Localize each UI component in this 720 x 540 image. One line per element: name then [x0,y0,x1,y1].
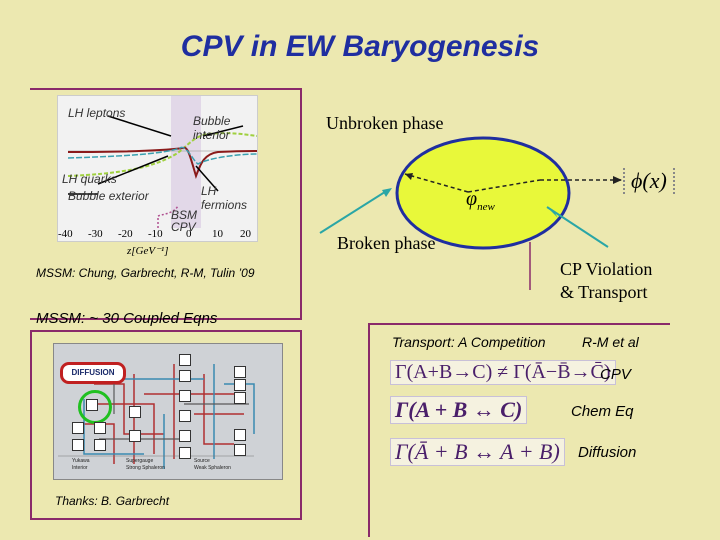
diagram-node [179,447,191,459]
phi-new-symbol: φ [466,188,478,210]
arrow-leptons [107,115,172,137]
eq-chem: Γ(A + B ↔ C) [390,396,528,424]
diagram-node [179,370,191,382]
cpv-curve [157,205,179,228]
coupled-eqns-diagram: DIFFUSION Yukawa Interior Supergauge Str… [53,343,283,480]
dash-to-left [404,173,469,193]
plot-frame [30,88,302,320]
legend-strong-sphaleron: Strong Sphaleron [126,465,165,471]
cp-violation-line2: & Transport [560,282,648,302]
cp-violation-label: CP Violation & Transport [560,258,652,304]
diffusion-badge: DIFFUSION [60,362,126,384]
x-tick: -20 [118,228,133,240]
diagram-node [234,379,246,391]
arrow-fermions [195,165,219,192]
transport-frame [368,323,670,537]
arrow-quarks [97,155,169,185]
diagram-node [86,399,98,411]
quark-curve [67,146,257,165]
phi-x: ϕ(x) [623,168,675,194]
diagram-node [179,390,191,402]
diagram-node [179,354,191,366]
diagram-node [94,422,106,434]
legend-source: Source [194,458,210,464]
label-lh-leptons: LH leptons [68,106,126,120]
eq-cpv: Γ(A+B→C) ≠ Γ(Ā−B̄→C̄) [390,360,616,385]
diagram-node [234,429,246,441]
label-chem-eq: Chem Eq [571,403,634,420]
network-svg [58,364,255,469]
mssm-eqns: MSSM: ~ 30 Coupled Eqns [36,310,218,327]
transport-heading: Transport: A Competition [392,334,546,350]
diagram-credit: Thanks: B. Garbrecht [55,494,170,508]
legend-interior: Interior [72,465,88,471]
eq-diffusion: Γ(Ā + B ↔ A + B) [390,438,565,466]
diagram-node [179,430,191,442]
bubble-svg [319,136,622,290]
bubble [395,136,571,250]
x-tick: 20 [240,228,251,240]
transport-credit: R-M et al [582,334,639,350]
diagram-frame [30,330,302,520]
diagram-node [129,430,141,442]
x-axis-label: z[GeV⁻¹] [127,245,169,257]
phi-new-subscript: new [477,201,495,213]
label-lh-quarks: LH quarks [62,172,117,186]
legend-supergauge: Supergauge [126,458,154,464]
broken-phase-label: Broken phase [337,233,436,253]
diagram-node [234,366,246,378]
label-bsm: BSM [171,208,198,222]
x-tick: 10 [212,228,223,240]
label-lh-fermions: LH fermions [201,184,248,212]
label-bubble-interior: Bubble interior [193,114,231,142]
profile-plot: LH leptons Bubble interior LH quarks Bub… [57,95,258,242]
label-cpv-eq: CPV [600,366,631,383]
diagram-node [179,410,191,422]
phi-new: φnew [466,188,495,213]
label-bubble-exterior: Bubble exterior [68,189,149,203]
diagram-node [72,422,84,434]
arrow-interior [202,125,244,137]
broken-phase-arrow [319,189,389,234]
unbroken-phase-label: Unbroken phase [326,113,444,133]
mssm-citation: MSSM: Chung, Garbrecht, R-M, Tulin ’09 [36,266,255,280]
label-diffusion: Diffusion [578,444,637,461]
x-tick: -40 [58,228,73,240]
label-cpv: CPV [171,220,196,234]
slide-title: CPV in EW Baryogenesis [180,30,540,63]
diagram-node [94,439,106,451]
cp-violation-line1: CP Violation [560,259,653,279]
plot-svg [67,96,257,228]
bubble-wall-band [171,96,201,228]
legend-yukawa: Yukawa [72,458,90,464]
dash-to-right [467,179,541,193]
diagram-node [234,392,246,404]
diagram-node [72,439,84,451]
diagram-node [129,406,141,418]
unbroken-phase-arrow [546,206,609,248]
x-tick: -10 [148,228,163,240]
legend-weak-sphaleron: Weak Sphaleron [194,465,231,471]
x-tick: -30 [88,228,103,240]
diagram-node [234,444,246,456]
fermion-curve [67,146,257,180]
x-tick: 0 [186,228,192,240]
